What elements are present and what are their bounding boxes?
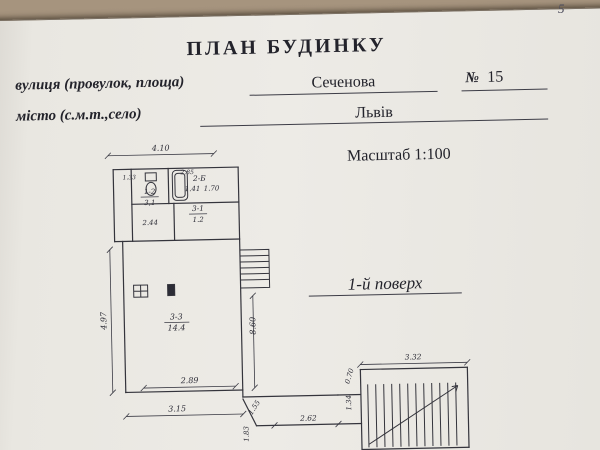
plan-dimension-label: 1.55 — [247, 398, 262, 416]
plan-dimension-label: 1.33 — [123, 174, 137, 181]
plan-dimension-label: 2-Б — [192, 174, 206, 183]
plan-walls — [112, 166, 470, 450]
bathtub-icon — [171, 169, 189, 201]
plan-dimension-label: 14.4 — [167, 323, 185, 332]
plan-dimension-label: 1.34 — [345, 395, 353, 411]
plan-dimension-label: 2.89 — [180, 376, 199, 385]
plan-dimension-label: 1-2 — [144, 188, 156, 196]
plan-dimension-label: 2.85 — [179, 169, 194, 176]
plan-dimension-label: 4.10 — [151, 143, 170, 152]
toilet-icon — [144, 172, 157, 196]
plan-dimension-label: 8.60 — [248, 317, 257, 335]
plan-dimension-label: 1.83 — [243, 426, 251, 442]
plan-dimension-label: 4.97 — [99, 311, 108, 331]
lower-stairs — [367, 382, 459, 448]
plan-dimension-label: 3-3 — [170, 312, 183, 321]
plan-dimension-label: 2.62 — [299, 413, 317, 422]
plan-dimension-label: 2.44 — [141, 219, 158, 227]
plan-dimension-label: 1.2 — [193, 216, 205, 224]
plan-dimension-label: 1.70 — [204, 184, 220, 192]
upper-stairs — [239, 248, 271, 289]
page-corner-mark: 5 — [558, 1, 565, 16]
stove-icon — [133, 283, 176, 298]
plan-dimension-label: 0.70 — [344, 367, 356, 385]
plan-dimension-label: 3.32 — [405, 352, 422, 361]
plan-dimension-label: 3,1 — [144, 199, 155, 207]
plan-dimension-lines — [104, 150, 471, 429]
plan-dimension-label: 3.15 — [168, 404, 186, 413]
plan-dimension-label: 1.41 — [185, 185, 201, 193]
document-paper: ПЛАН БУДИНКУ вулиця (провулок, площа) Се… — [0, 6, 600, 450]
floor-plan-drawing: 4.10 1.33 1-2 3,1 2.852-Б 1.411.70 2.44 3-1 1.2 3… — [99, 143, 471, 450]
plan-dimension-label: 3-1 — [192, 204, 204, 213]
